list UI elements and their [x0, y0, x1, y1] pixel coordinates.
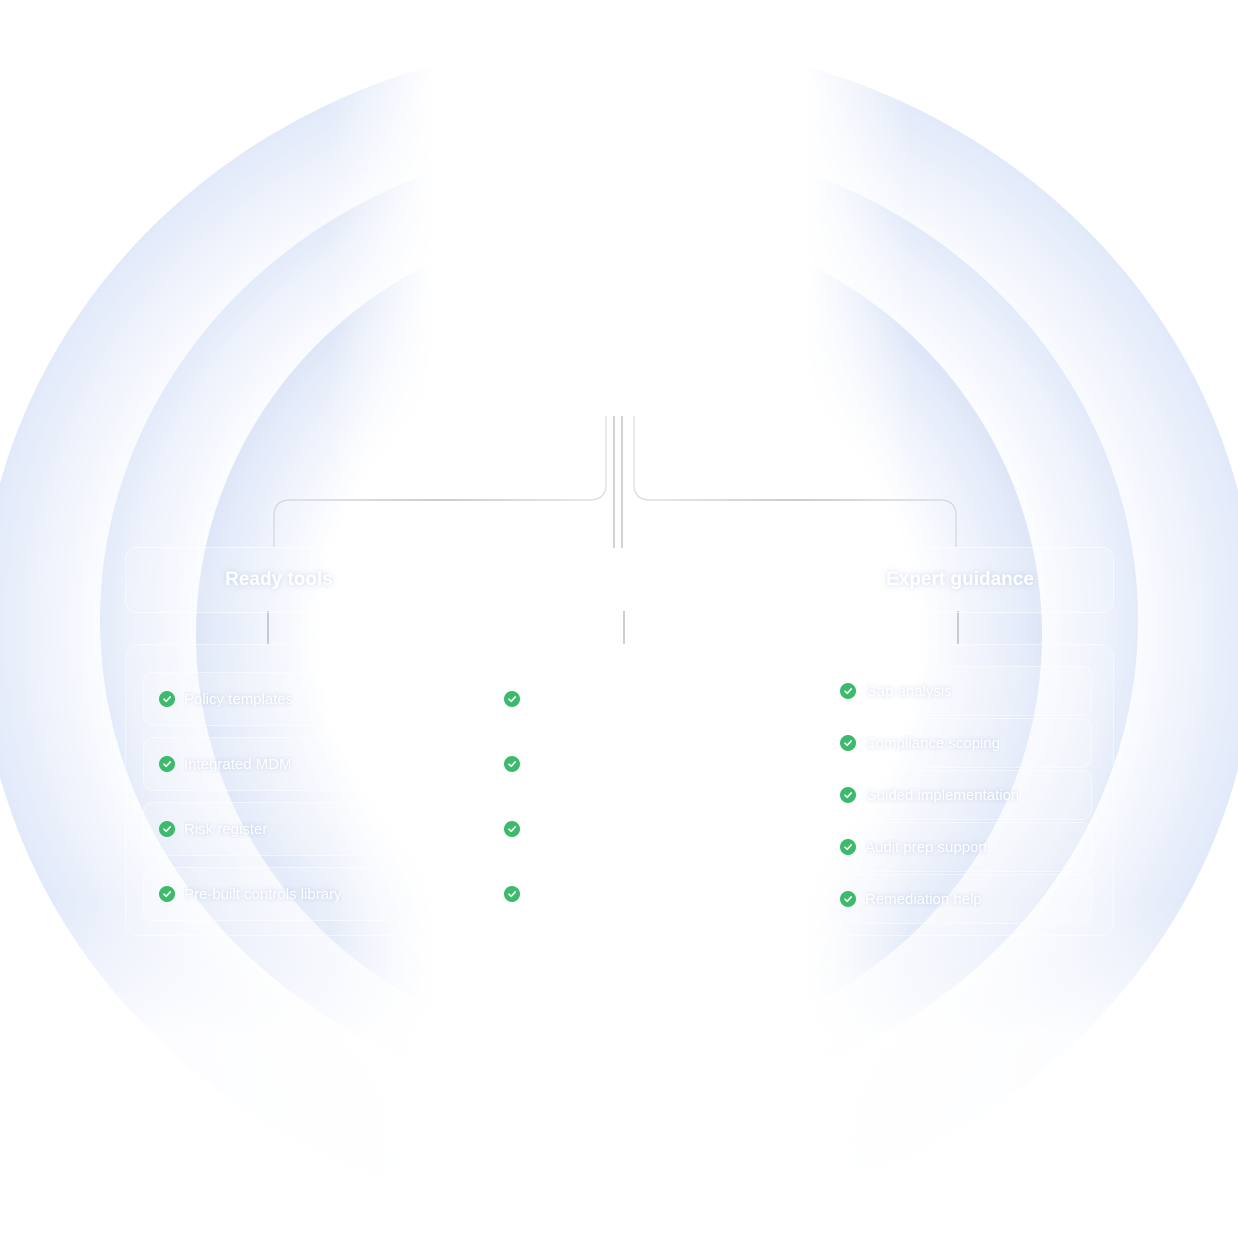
list-item-label: Remediation help [865, 890, 982, 908]
connector-left [273, 416, 607, 547]
list-item [488, 867, 760, 921]
list-item-label: Integrated MDM [184, 755, 292, 773]
list-item-label: Risk register [184, 820, 268, 838]
list-item: Risk register [143, 802, 415, 856]
list-item-label: Gap analysis [865, 682, 952, 700]
list-item: Guided implementation [824, 770, 1092, 820]
check-circle-icon [840, 891, 856, 907]
list-item: Integrated MDM [143, 737, 415, 791]
list-item: Remediation help [824, 874, 1092, 924]
list-item: Gap analysis [824, 666, 1092, 716]
column-title: Ready tools [225, 569, 333, 590]
expert-guidance-panel [806, 644, 1114, 936]
list-item [488, 737, 760, 791]
list-item: Compliance scoping [824, 718, 1092, 768]
list-item: Policy templates [143, 672, 415, 726]
list-item [488, 672, 760, 726]
bottom-fade [0, 900, 1238, 1238]
list-item-label: Guided implementation [865, 786, 1020, 804]
check-circle-icon [159, 886, 175, 902]
list-item-label: Policy templates [184, 690, 294, 708]
check-circle-icon [504, 691, 520, 707]
check-circle-icon [840, 839, 856, 855]
list-item: Pre-built controls library [143, 867, 415, 921]
list-item-label: Pre-built controls library [184, 885, 342, 903]
column-header-expert-guidance: Expert guidance [806, 547, 1114, 613]
check-circle-icon [159, 821, 175, 837]
column-header-ready-tools: Ready tools [125, 547, 433, 613]
column-title: Expert guidance [886, 569, 1034, 590]
list-item [488, 802, 760, 856]
check-circle-icon [840, 787, 856, 803]
list-item: Audit prep support [824, 822, 1092, 872]
list-item-label: Audit prep support [865, 838, 988, 856]
connector-right [633, 416, 957, 547]
check-circle-icon [840, 735, 856, 751]
check-circle-icon [159, 691, 175, 707]
check-circle-icon [159, 756, 175, 772]
ready-tools-panel [125, 644, 433, 936]
check-circle-icon [504, 756, 520, 772]
check-circle-icon [504, 821, 520, 837]
list-item-label: Compliance scoping [865, 734, 1001, 752]
check-circle-icon [840, 683, 856, 699]
check-circle-icon [504, 886, 520, 902]
